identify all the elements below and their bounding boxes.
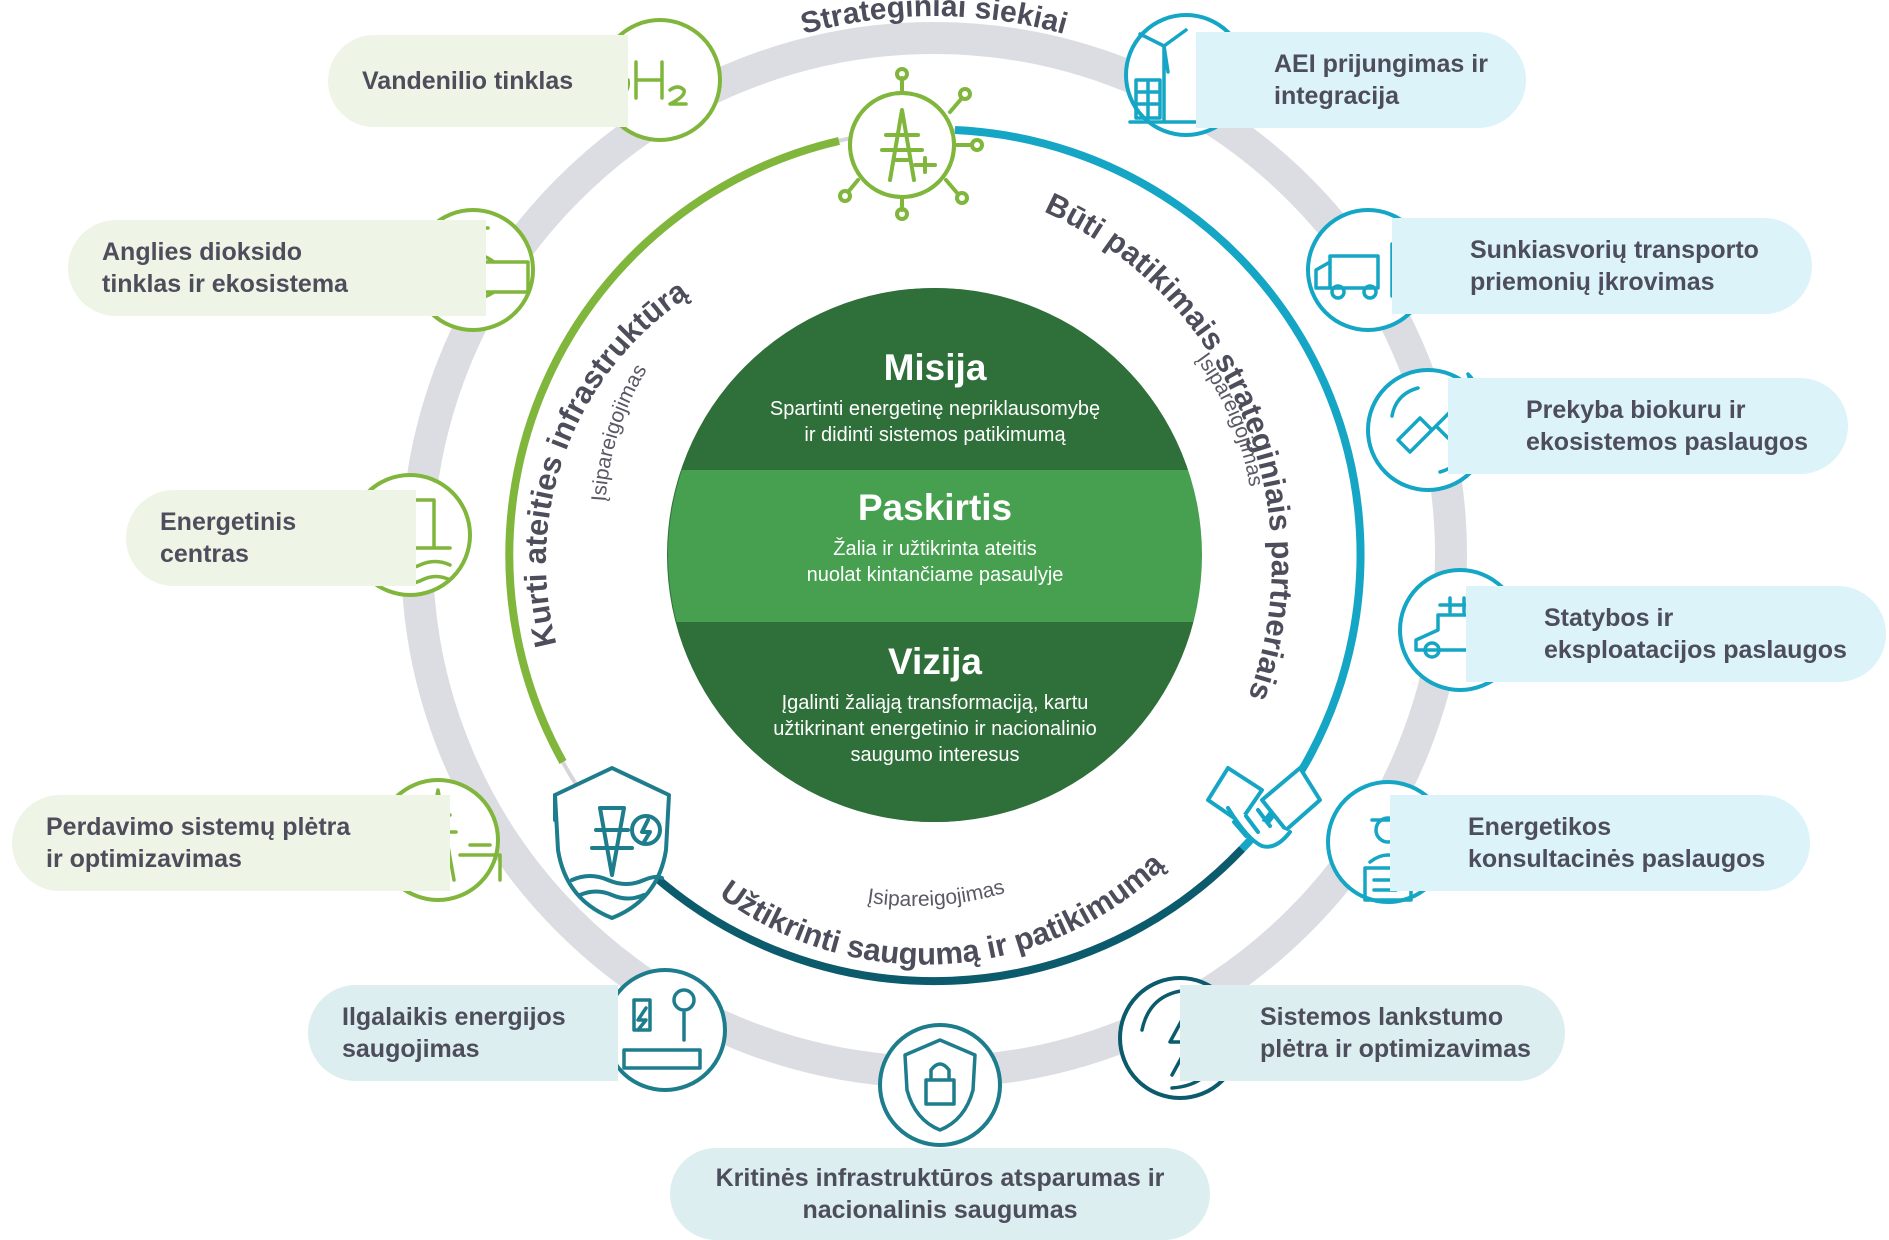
- activity-label-line-1: Ilgalaikis energijos: [342, 1003, 566, 1031]
- purpose-band: Paskirtis Žalia ir užtikrinta ateitis nu…: [668, 470, 1202, 622]
- activity-label: Vandenilio tinklas: [362, 67, 574, 95]
- activity-co2-network: Anglies dioksido tinklas ir ekosistema: [68, 220, 486, 316]
- shield-tower-icon: [553, 766, 671, 920]
- purpose-line-1: Žalia ir užtikrinta ateitis: [833, 538, 1037, 560]
- activity-flexibility: Sistemos lankstumo plėtra ir optimizavim…: [1180, 985, 1565, 1081]
- padlock-shield-icon: [878, 1023, 1002, 1147]
- activity-label-line-2: integracija: [1274, 82, 1400, 110]
- core-block: Misija Spartinti energetinę nepriklausom…: [668, 288, 1202, 822]
- activity-label-line-1: Energetinis: [160, 508, 297, 536]
- handshake-icon: [1206, 766, 1322, 849]
- mission-band: Misija Spartinti energetinę nepriklausom…: [668, 288, 1202, 470]
- activity-label-line-1: Sistemos lankstumo: [1260, 1003, 1504, 1031]
- purpose-title: Paskirtis: [857, 487, 1013, 528]
- energy-storage-icon: [603, 968, 727, 1092]
- activity-label-line-2: saugojimas: [342, 1035, 480, 1063]
- vision-title: Vizija: [888, 641, 982, 682]
- purpose-text: Žalia ir užtikrinta ateitis nuolat kinta…: [668, 536, 1202, 588]
- vision-band: Vizija Įgalinti žaliąją transformaciją, …: [668, 622, 1202, 822]
- activity-label-line-1: Energetikos: [1468, 813, 1612, 841]
- activity-label-line-2: plėtra ir optimizavimas: [1260, 1035, 1531, 1063]
- activity-label-line-1: Kritinės infrastruktūros atsparumas ir: [715, 1164, 1165, 1192]
- activity-label-line-1: Prekyba biokuru ir: [1526, 396, 1746, 424]
- activity-label-line-1: Anglies dioksido: [102, 238, 303, 266]
- activity-critical-infrastructure: Kritinės infrastruktūros atsparumas ir n…: [670, 1148, 1210, 1240]
- activity-label-line-1: AEI prijungimas ir: [1274, 50, 1488, 78]
- activity-construction: Statybos ir eksploatacijos paslaugos: [1466, 586, 1886, 682]
- mission-title: Misija: [883, 347, 987, 388]
- vision-line-3: saugumo interesus: [850, 744, 1020, 766]
- activity-transmission: Perdavimo sistemų plėtra ir optimizavima…: [12, 795, 450, 891]
- activity-biofuel: Prekyba biokuru ir ekosistemos paslaugos: [1448, 378, 1848, 474]
- activity-label-line-2: nacionalinis saugumas: [802, 1196, 1078, 1224]
- activity-energy-hub: Energetinis centras: [126, 490, 416, 586]
- activity-label-line-2: priemonių įkrovimas: [1470, 268, 1715, 296]
- activity-res-integration: AEI prijungimas ir integracija: [1196, 32, 1526, 128]
- arc-security: [649, 846, 1245, 986]
- activity-label-line-2: eksploatacijos paslaugos: [1544, 636, 1847, 664]
- mission-line-2: ir didinti sistemos patikimumą: [804, 424, 1066, 446]
- vision-line-2: užtikrinant energetinio ir nacionalinio: [773, 718, 1097, 740]
- activity-label-line-2: tinklas ir ekosistema: [102, 270, 348, 298]
- activity-label-line-2: ekosistemos paslaugos: [1526, 428, 1809, 456]
- mission-text: Spartinti energetinę nepriklausomybę ir …: [668, 396, 1202, 448]
- activity-label-line-2: konsultacinės paslaugos: [1468, 845, 1766, 873]
- activity-truck-charging: Sunkiasvorių transporto priemonių įkrovi…: [1392, 218, 1812, 314]
- activity-consulting: Energetikos konsultacinės paslaugos: [1390, 795, 1810, 891]
- activity-label-line-1: Sunkiasvorių transporto: [1470, 236, 1759, 264]
- activity-hydrogen-network: Vandenilio tinklas: [328, 35, 628, 127]
- purpose-line-2: nuolat kintančiame pasaulyje: [806, 564, 1064, 586]
- vision-text: Įgalinti žaliąją transformaciją, kartu u…: [668, 690, 1202, 768]
- activity-label-line-2: centras: [160, 540, 249, 568]
- commitment-label-bottom: Įsipareigojimas: [866, 875, 1007, 911]
- activity-label-line-2: ir optimizavimas: [46, 845, 242, 873]
- activity-label-line-1: Statybos ir: [1544, 604, 1674, 632]
- activity-label-line-1: Perdavimo sistemų plėtra: [46, 813, 351, 841]
- mission-line-1: Spartinti energetinę nepriklausomybę: [769, 398, 1101, 420]
- activity-storage: Ilgalaikis energijos saugojimas: [308, 985, 618, 1081]
- arc-infrastructure: [505, 137, 840, 764]
- arc-partners: [954, 126, 1365, 852]
- gear-tower-icon: [838, 67, 984, 221]
- vision-line-1: Įgalinti žaliąją transformaciją, kartu: [781, 692, 1089, 714]
